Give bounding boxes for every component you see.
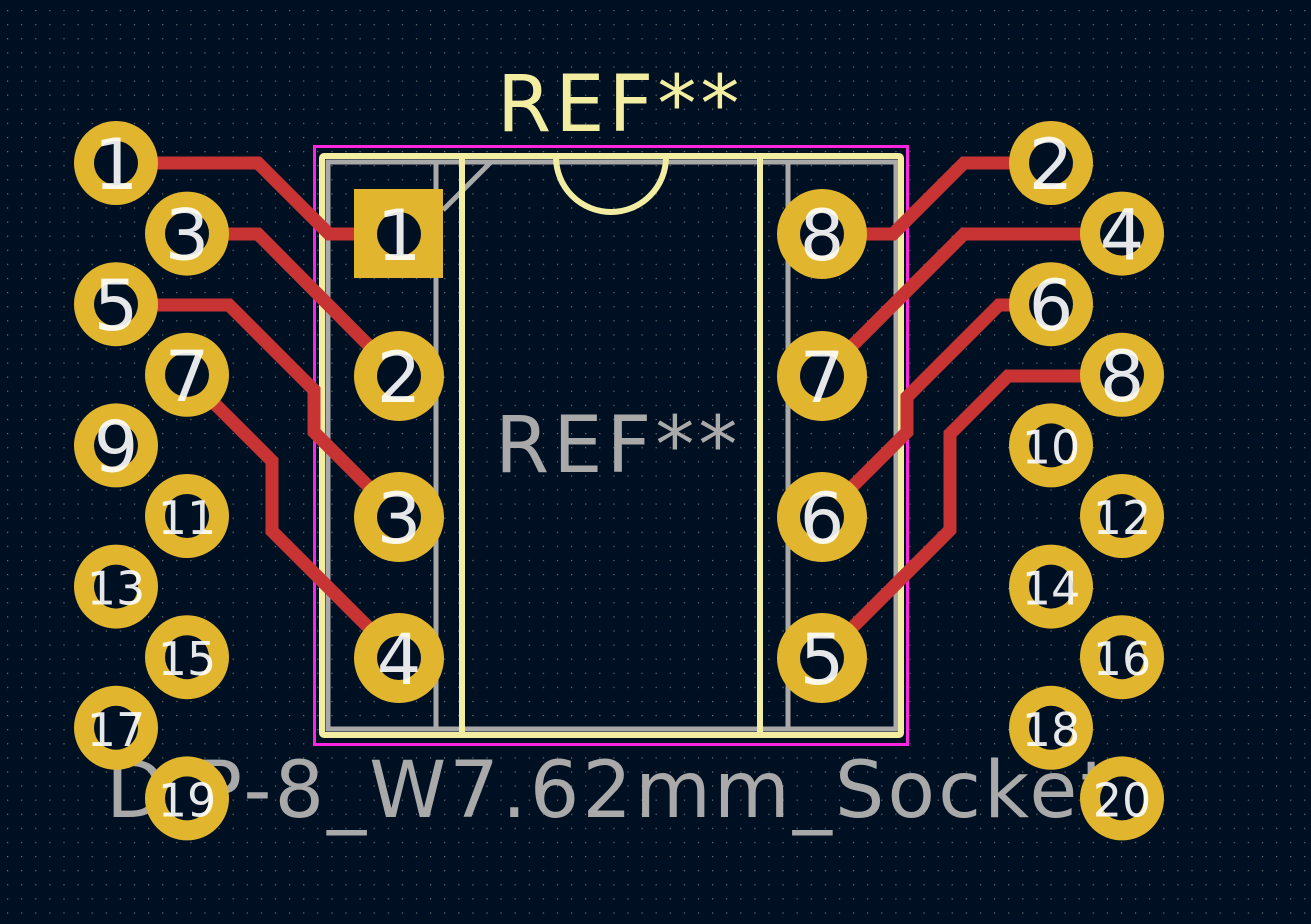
footprint-pad-number-label: 4 <box>377 619 422 701</box>
connector-pad-1[interactable]: 1 <box>74 121 158 206</box>
connector-pad-6[interactable]: 6 <box>1009 262 1093 347</box>
tracks <box>116 156 1122 663</box>
connector-pad-number-label: 5 <box>94 265 139 347</box>
connector-pad-number-label: 18 <box>1022 703 1081 757</box>
courtyard-outline <box>313 145 909 746</box>
connector-pad-number-label: 10 <box>1022 420 1081 474</box>
footprint-pad-5[interactable]: 5 <box>777 613 867 703</box>
connector-pad-drill-hole <box>1029 705 1073 750</box>
connector-pad-number-label: 8 <box>1100 336 1145 418</box>
connector-pad-number-label: 4 <box>1100 195 1145 277</box>
connector-pad-drill-hole <box>165 211 209 256</box>
connector-pad-14[interactable]: 14 <box>1009 544 1093 629</box>
footprint-pad-number-label: 3 <box>377 478 422 560</box>
connector-pad-drill-hole <box>1029 423 1073 468</box>
footprint-pad-drill-hole <box>377 354 421 398</box>
footprint-pad-1[interactable]: 1 <box>354 189 443 278</box>
connector-pad-number-label: 3 <box>165 195 210 277</box>
connector-pad-16[interactable]: 16 <box>1080 615 1164 700</box>
connector-pad-drill-hole <box>1100 494 1144 538</box>
footprint-pad-drill-hole <box>377 495 421 539</box>
connector-pad-number-label: 6 <box>1029 265 1074 347</box>
connector-pad-drill-hole <box>1100 635 1144 680</box>
connector-pad-drill-hole <box>94 705 138 750</box>
footprint-pad-drill-hole <box>377 212 421 256</box>
footprint-pad-7[interactable]: 7 <box>777 331 867 421</box>
connector-pad-number-label: 15 <box>158 632 217 686</box>
connector-pad-7[interactable]: 7 <box>145 332 229 418</box>
footprint-value-label[interactable]: DIP-8_W7.62mm_Socket <box>106 746 1114 836</box>
footprint-pad-drill-hole <box>800 212 844 256</box>
footprint-pad-number-label: 1 <box>377 195 422 277</box>
connector-pad-drill-hole <box>1100 352 1144 397</box>
connector-pad-20[interactable]: 20 <box>1080 756 1164 841</box>
track-connector-5-to-footprint-3[interactable] <box>116 298 404 522</box>
footprint-pad-number-label: 5 <box>800 619 845 701</box>
connector-pad-drill-hole <box>1029 282 1073 327</box>
connector-pad-drill-hole <box>165 635 209 680</box>
connector-pad-10[interactable]: 10 <box>1009 403 1093 488</box>
track-connector-7-to-footprint-4[interactable] <box>182 371 404 663</box>
connector-pad-18[interactable]: 18 <box>1009 685 1093 770</box>
footprint-pad-4[interactable]: 4 <box>354 613 444 703</box>
connector-pad-number-label: 20 <box>1093 773 1152 827</box>
connector-pad-number-label: 9 <box>94 406 139 488</box>
connector-pad-number-label: 19 <box>158 773 217 827</box>
connector-pad-drill-hole <box>94 564 138 609</box>
connector-pad-4[interactable]: 4 <box>1080 191 1164 277</box>
footprint-pad-number-label: 8 <box>800 195 845 277</box>
footprint-pad-number-label: 7 <box>800 337 845 419</box>
connector-pad-number-label: 14 <box>1022 562 1081 616</box>
footprint-pad-number-label: 2 <box>377 337 422 419</box>
footprint-pad-2[interactable]: 2 <box>354 331 444 421</box>
connector-pad-11[interactable]: 11 <box>145 474 229 558</box>
connector-pad-number-label: 7 <box>165 336 210 418</box>
connector-pad-3[interactable]: 3 <box>145 191 229 277</box>
connector-pad-13[interactable]: 13 <box>74 544 158 629</box>
reference-fab-label[interactable]: REF** <box>495 401 741 491</box>
footprint-pad-3[interactable]: 3 <box>354 472 444 562</box>
connector-pad-number-label: 13 <box>87 562 146 616</box>
fab-pin1-chamfer <box>441 160 493 212</box>
connector-pad-number-label: 11 <box>158 491 217 545</box>
connector-pad-drill-hole <box>1100 776 1144 821</box>
connector-pad-drill-hole <box>94 423 138 468</box>
connector-pad-2[interactable]: 2 <box>1009 121 1093 206</box>
connector-pad-number-label: 1 <box>94 124 139 206</box>
footprint-pad-drill-hole <box>800 636 844 680</box>
connector-pad-number-label: 12 <box>1093 491 1152 545</box>
connector-pad-drill-hole <box>1100 211 1144 256</box>
footprint-pad-8[interactable]: 8 <box>777 189 867 279</box>
footprint-pad-drill-hole <box>800 495 844 539</box>
footprint-pad-drill-hole <box>800 354 844 398</box>
connector-pad-5[interactable]: 5 <box>74 262 158 347</box>
connector-pad-12[interactable]: 12 <box>1080 474 1164 558</box>
connector-pad-drill-hole <box>94 141 138 185</box>
silk-pin1-notch <box>553 156 669 215</box>
reference-silkscreen-label[interactable]: REF** <box>497 60 743 150</box>
footprint-pad-drill-hole <box>377 636 421 680</box>
connector-pad-number-label: 17 <box>87 703 146 757</box>
connector-pad-drill-hole <box>94 282 138 327</box>
connector-pad-drill-hole <box>1029 141 1073 185</box>
connector-pad-drill-hole <box>1029 564 1073 609</box>
connector-pad-drill-hole <box>165 494 209 538</box>
connector-pad-8[interactable]: 8 <box>1080 332 1164 418</box>
connector-pad-number-label: 16 <box>1093 632 1152 686</box>
connector-pad-drill-hole <box>165 776 209 821</box>
connector-pad-number-label: 2 <box>1029 124 1074 206</box>
connector-pad-19[interactable]: 19 <box>145 756 229 841</box>
connector-pad-9[interactable]: 9 <box>74 403 158 488</box>
footprint-pad-6[interactable]: 6 <box>777 472 867 562</box>
footprint-pad-number-label: 6 <box>800 478 845 560</box>
track-connector-8-to-footprint-5[interactable] <box>817 369 1122 663</box>
connector-pad-15[interactable]: 15 <box>145 615 229 700</box>
connector-pad-17[interactable]: 17 <box>74 685 158 770</box>
track-connector-4-to-footprint-7[interactable] <box>817 227 1122 381</box>
connector-pad-drill-hole <box>165 352 209 397</box>
